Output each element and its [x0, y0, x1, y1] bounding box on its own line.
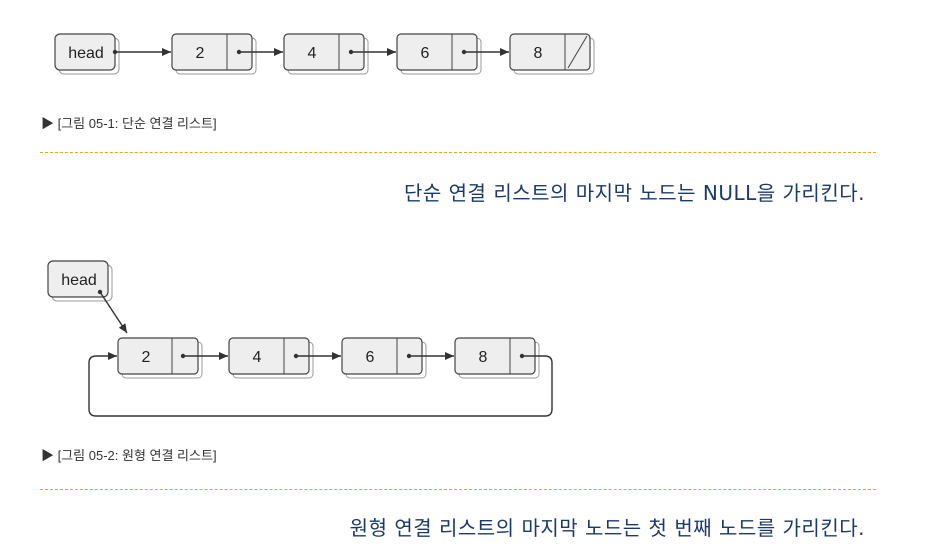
head-label: head [68, 45, 104, 62]
divider-1 [40, 152, 876, 153]
node-value: 4 [308, 45, 317, 62]
divider-2 [40, 489, 876, 490]
node-2: 2 [171, 33, 257, 75]
figure1-caption: ▶ [그림 05-1: 단순 연결 리스트] [41, 116, 217, 131]
node-8: 8 [454, 337, 540, 379]
loop-back-arrow [88, 352, 553, 417]
head-box: head [47, 260, 113, 302]
singly-linked-list: head 2 4 6 [54, 33, 595, 75]
node-value: 6 [366, 349, 375, 366]
node-2: 2 [117, 337, 203, 379]
node-4: 4 [283, 33, 369, 75]
figure2-note: 원형 연결 리스트의 마지막 노드는 첫 번째 노드를 가리킨다. [349, 516, 865, 540]
head-box: head [54, 33, 120, 75]
head-label: head [61, 272, 97, 289]
circular-linked-list: head 2 4 6 [47, 260, 553, 417]
node-value: 8 [534, 45, 543, 62]
node-4: 4 [228, 337, 314, 379]
node-8-null: 8 [509, 33, 595, 75]
null-slash [567, 35, 588, 69]
node-value: 8 [479, 349, 488, 366]
node-6: 6 [341, 337, 427, 379]
figure1-note: 단순 연결 리스트의 마지막 노드는 NULL을 가리킨다. [404, 181, 865, 205]
node-6: 6 [396, 33, 482, 75]
node-value: 4 [253, 349, 262, 366]
node-value: 2 [142, 349, 151, 366]
node-value: 6 [421, 45, 430, 62]
node-value: 2 [196, 45, 205, 62]
figure2-caption: ▶ [그림 05-2: 원형 연결 리스트] [41, 448, 217, 463]
